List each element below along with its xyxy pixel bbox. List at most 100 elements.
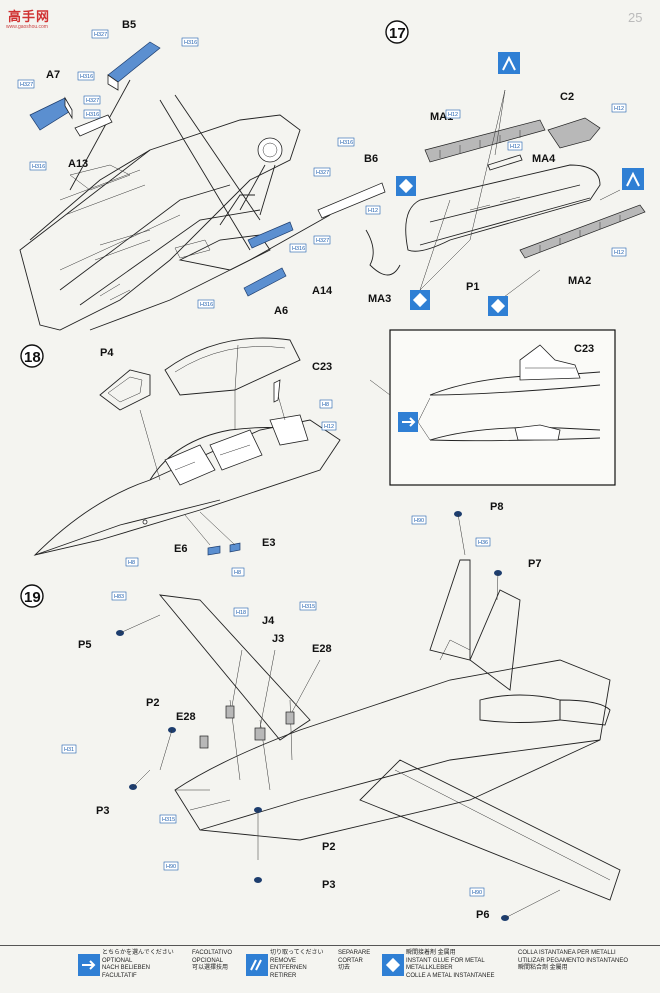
svg-text:H327: H327 [94,32,107,38]
color-chip: H83 [111,591,127,601]
color-chip: H327 [83,95,101,105]
part-j3 [254,727,266,741]
step-18-inset [369,329,616,486]
color-chip: H316 [77,71,95,81]
color-chip: H12 [321,421,337,431]
svg-text:H31: H31 [64,747,74,753]
label-p7: P7 [528,558,541,570]
label-e3: E3 [262,537,275,549]
part-c23 [273,379,281,403]
svg-text:H12: H12 [448,112,458,118]
part-j4 [225,705,235,719]
step-18-badge [20,344,44,368]
label-p4: P4 [100,347,114,359]
color-chip: H90 [163,861,179,871]
part-e6 [207,545,221,556]
svg-text:H327: H327 [20,82,33,88]
label-c23: C23 [312,361,332,373]
label-b5: B5 [122,19,136,31]
label-a14: A14 [312,285,333,297]
color-chip: H327 [313,167,331,177]
svg-text:H12: H12 [614,250,624,256]
color-chip: H327 [91,29,109,39]
label-c2: C2 [560,91,574,103]
color-chip: H12 [611,103,627,113]
part-b5 [107,41,161,83]
part-ma2 [519,204,646,259]
part-a14 [247,221,294,249]
label-b6: B6 [364,153,378,165]
color-chip: H31 [61,744,77,754]
glue-icon [498,52,520,74]
part-a6 [243,267,287,297]
color-chip: H327 [313,235,331,245]
svg-text:H316: H316 [184,40,197,46]
step-17: 17 A7 [17,19,646,331]
option-icon [398,412,418,432]
color-chip: H327 [17,79,35,89]
svg-text:H12: H12 [324,424,334,430]
svg-text:H8: H8 [322,402,329,408]
step-18-number: 18 [24,349,41,366]
color-chip: H316 [181,37,199,47]
label-p6: P6 [476,909,489,921]
svg-text:H327: H327 [86,98,99,104]
label-p2b: P2 [322,841,335,853]
svg-text:H316: H316 [292,246,305,252]
color-chip: H12 [507,141,523,151]
label-p1: P1 [466,281,479,293]
step-17-badge [385,20,409,44]
label-p2: P2 [146,697,159,709]
svg-text:H83: H83 [114,594,124,600]
watermark-brand: 高手网 [8,9,51,24]
part-ma1 [424,119,546,163]
step-18: 18 P4 C23 E6 E3 H8 H12 H8 H8 [20,329,616,577]
svg-text:H12: H12 [614,106,624,112]
label-c23-inset: C23 [574,343,594,355]
svg-text:H327: H327 [316,238,329,244]
color-chip: H8 [319,399,333,409]
label-e28b: E28 [176,711,196,723]
color-chip: H316 [29,161,47,171]
part-e28b [199,735,209,749]
color-chip: H8 [231,567,245,577]
svg-text:H12: H12 [510,144,520,150]
label-p8: P8 [490,501,503,513]
step-17-intake-drawing [19,79,331,331]
svg-text:H12: H12 [368,208,378,214]
svg-text:H315: H315 [162,817,175,823]
page-number: 25 [628,10,642,25]
part-e28 [285,711,295,725]
svg-text:H316: H316 [32,164,45,170]
part-a13 [74,114,113,137]
part-c2 [547,117,601,149]
label-p5: P5 [78,639,91,651]
label-a7: A7 [46,69,60,81]
glue-icon [622,168,644,190]
part-ma4 [487,154,523,171]
label-j4: J4 [262,615,275,627]
color-chip: H8 [125,557,139,567]
glue-legend-icon [382,954,404,976]
label-p3b: P3 [322,879,335,891]
color-chip: H316 [197,299,215,309]
svg-text:H18: H18 [236,610,246,616]
svg-text:H90: H90 [166,864,176,870]
svg-text:H315: H315 [302,604,315,610]
label-ma3: MA3 [368,293,391,305]
color-chip: H12 [365,205,381,215]
watermark-url: www.gaoshou.com [6,24,48,30]
svg-text:H316: H316 [86,112,99,118]
label-ma4: MA4 [532,153,556,165]
label-e28: E28 [312,643,332,655]
step-19-badge [20,584,44,608]
color-chip: H315 [299,601,317,611]
svg-text:H8: H8 [234,570,241,576]
